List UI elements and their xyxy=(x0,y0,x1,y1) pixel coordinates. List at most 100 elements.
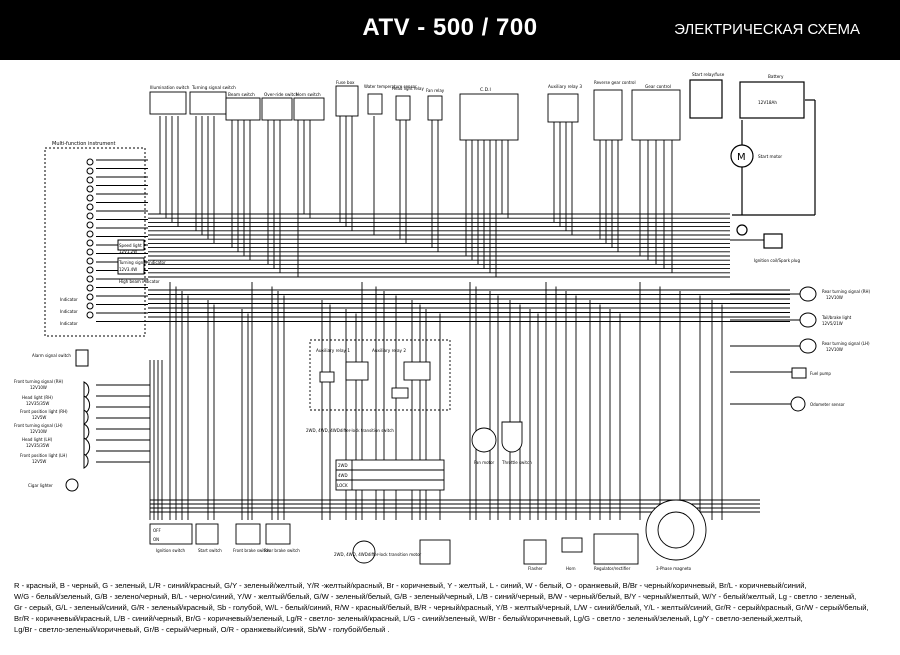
odometer-sensor-label: Odometer sensor xyxy=(810,402,845,407)
flasher-label: Flasher xyxy=(528,566,543,571)
throttle-switch-label: Throttle switch xyxy=(501,460,532,465)
indicator-label-2: Indicator xyxy=(60,309,78,314)
ignition-off: OFF xyxy=(153,528,161,533)
fan-motor-label: Fan motor xyxy=(474,460,495,465)
instrument-bulb-icon xyxy=(86,257,94,265)
ignition-on: ON xyxy=(153,537,159,542)
front-pos-rh-label: Front position light (RH) xyxy=(20,409,68,414)
ignition-coil-label: Ignition coil/Spark plug xyxy=(754,258,800,263)
horn-label: Horn xyxy=(566,566,576,571)
aux-relays: Auxiliary relay 1 Auxiliary relay 2 xyxy=(309,339,451,411)
illumination-switch-label: Illumination switch xyxy=(150,85,190,90)
magneto-label: 3-Phase magneto xyxy=(656,566,692,571)
charging-system: Flasher Horn Regulator/rectifier 3-Phase… xyxy=(523,499,707,571)
tail-light-spec: 12V5/21W xyxy=(822,321,843,326)
over-ride-switch-label: Over-ride switch xyxy=(264,92,298,97)
indicator-label-1: Indicator xyxy=(60,297,78,302)
legend-line-2: W/G - белый/зеленый, G/B - зелено/черный… xyxy=(14,592,857,601)
fan-throttle: Fan motor Throttle switch xyxy=(471,421,532,465)
rear-turn-rh-label: Rear turning signal (RH) xyxy=(822,289,871,294)
instrument-bulb-icon xyxy=(86,176,94,184)
aux-relay-1-label: Auxiliary relay 1 xyxy=(316,348,350,353)
turning-indicator-spec: 12V3.4W xyxy=(119,267,137,272)
color-legend: R - красный, B - черный, G - зеленый, L/… xyxy=(14,580,890,635)
upper-middle-components: Fuse box Water temperature sensor Head l… xyxy=(335,80,681,141)
front-turn-rh-label: Front turning signal (RH) xyxy=(14,379,64,384)
wire-harness xyxy=(96,116,800,520)
instrument-bulb-icon xyxy=(86,302,94,310)
cigar-lighter-label: Cigar lighter xyxy=(28,483,53,488)
instrument-bulb-icon xyxy=(86,275,94,283)
cdi-label: C.D.I xyxy=(480,87,491,93)
front-pos-lh-label: Front position light (LH) xyxy=(20,453,67,458)
legend-line-1: R - красный, B - черный, G - зеленый, L/… xyxy=(14,581,807,590)
header-bar: ATV - 500 / 700 ЭЛЕКТРИЧЕСКАЯ СХЕМА xyxy=(0,0,900,60)
front-pos-lh-spec: 12V5W xyxy=(32,459,46,464)
turning-signal-switch-label: Turning signal switch xyxy=(191,85,236,90)
rear-lights: Rear turning signal (RH) 12V10W Tail/bra… xyxy=(790,286,871,412)
transition-switch: 2WD, 4WD, 4WDdiffer-lock transition swit… xyxy=(306,428,451,565)
front-turn-lh-spec: 12V10W xyxy=(30,429,47,434)
front-brake-label: Front brake switch xyxy=(233,548,270,553)
rear-turn-lh-label: Rear turning signal (LH) xyxy=(822,341,870,346)
instrument-bulb-icon xyxy=(86,239,94,247)
switch-table-lock: LOCK xyxy=(337,483,348,488)
battery-starter-circuit: Start relay/fuse Battery 12V18Ah M Start… xyxy=(689,72,816,263)
front-pos-rh-spec: 12V5W xyxy=(32,415,46,420)
aux-relay-2-label: Auxiliary relay 2 xyxy=(372,348,406,353)
front-turn-lh-label: Front turning signal (LH) xyxy=(14,423,63,428)
head-light-lh-spec: 12V35/35W xyxy=(26,443,49,448)
instrument-bulb-icon xyxy=(86,248,94,256)
instrument-bulb-icon xyxy=(86,293,94,301)
head-light-rh-label: Head light (RH) xyxy=(22,395,53,400)
speed-light-label: Speed light xyxy=(119,243,142,248)
start-motor-symbol: M xyxy=(737,152,746,163)
switch-table-4wd: 4WD xyxy=(338,473,348,478)
reverse-gear-label: Reverse gear control xyxy=(594,80,636,85)
battery-spec: 12V18Ah xyxy=(758,100,777,105)
rear-turn-lh-spec: 12V10W xyxy=(826,347,843,352)
water-temp-sensor-label: Water temperature sensor xyxy=(364,84,417,89)
rear-turn-rh-spec: 12V10W xyxy=(826,295,843,300)
multi-function-instrument: Multi-function instrument Speed light 12… xyxy=(44,141,166,337)
instrument-bulb-icon xyxy=(86,221,94,229)
instrument-bulb-icon xyxy=(86,203,94,211)
beam-switch-label: Beam switch xyxy=(228,92,255,97)
gear-control-label: Gear control xyxy=(645,84,671,89)
transition-motor-label: 2WD, 4WD, 4WDdiffer-lock transition moto… xyxy=(334,552,422,557)
rear-brake-label: Rear brake switch xyxy=(264,548,300,553)
turning-indicator-label: Turning signal indicator xyxy=(118,260,166,265)
front-turn-rh-spec: 12V10W xyxy=(30,385,47,390)
top-switch-group: Illumination switch Turning signal switc… xyxy=(149,85,325,121)
transition-switch-label: 2WD, 4WD, 4WDdiffer-lock transition swit… xyxy=(306,428,394,433)
instrument-bulb-icon xyxy=(86,230,94,238)
instrument-label: Multi-function instrument xyxy=(52,141,116,147)
instrument-bulb-icon xyxy=(86,266,94,274)
head-light-relay-label: Head light relay xyxy=(392,86,424,91)
fan-relay-label: Fan relay xyxy=(426,88,445,93)
indicator-label-3: Indicator xyxy=(60,321,78,326)
bottom-switches: OFF ON Ignition switch Start switch Fron… xyxy=(149,523,300,553)
head-light-rh-spec: 12V35/35W xyxy=(26,401,49,406)
instrument-bulb-icon xyxy=(86,311,94,319)
tail-light-label: Tail/brake light xyxy=(821,315,852,320)
page-title: ATV - 500 / 700 xyxy=(362,14,538,41)
instrument-bulb-icon xyxy=(86,167,94,175)
ignition-switch-label: Ignition switch xyxy=(156,548,186,553)
horn-switch-label: Horn switch xyxy=(296,92,321,97)
instrument-bulb-icon xyxy=(86,158,94,166)
legend-line-4: Br/R - коричневый/красный, L/B - синий/ч… xyxy=(14,614,803,623)
start-switch-label: Start switch xyxy=(198,548,222,553)
head-light-lh-label: Head light (LH) xyxy=(22,437,53,442)
wiring-diagram-svg: Multi-function instrument Speed light 12… xyxy=(0,60,900,578)
front-lights: Alarm signal switch Front turning signal… xyxy=(14,349,91,492)
start-motor-label: Start motor xyxy=(758,154,782,159)
regulator-label: Regulator/rectifier xyxy=(594,566,631,571)
instrument-bulb-icon xyxy=(86,284,94,292)
battery-label: Battery xyxy=(768,74,784,79)
aux-relay-3-label: Auxiliary relay 3 xyxy=(548,84,582,89)
fuel-pump-label: Fuel pump xyxy=(810,371,831,376)
high-beam-indicator-label: High beam indicator xyxy=(119,279,160,284)
legend-line-5: Lg/Br - светло-зеленый/коричневый, Gr/B … xyxy=(14,625,390,634)
alarm-switch-label: Alarm signal switch xyxy=(32,353,71,358)
